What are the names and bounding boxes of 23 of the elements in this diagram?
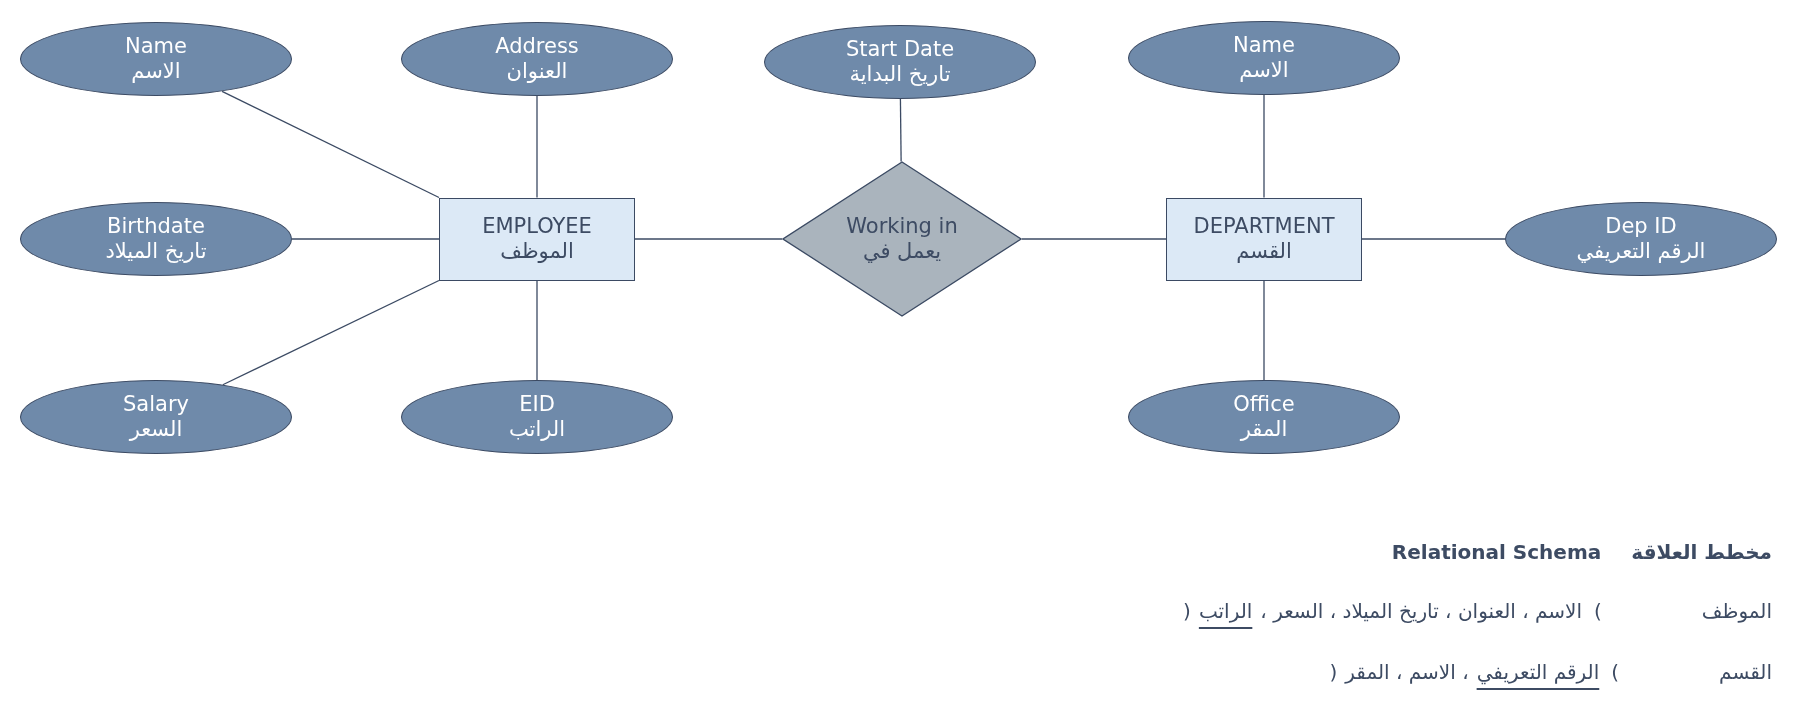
- connector-line: [1021, 238, 1167, 240]
- connector-line: [536, 95, 538, 199]
- schema-text: ، الاسم ، المقر: [1345, 660, 1469, 684]
- connector-line: [899, 98, 902, 163]
- schema-text: (: [1611, 660, 1620, 684]
- schema-text: ): [1329, 660, 1338, 684]
- underlined-key: الراتب: [1198, 599, 1253, 633]
- connector-line: [222, 279, 440, 386]
- schema-text: (: [1594, 599, 1602, 623]
- connector-line: [634, 238, 783, 240]
- connector-line: [221, 90, 440, 199]
- connector-line: [1361, 238, 1506, 240]
- connector-line: [1263, 279, 1265, 381]
- underlined-key: الرقم التعريفي: [1476, 660, 1600, 694]
- schema-heading: مخطط العلاقة: [1631, 540, 1772, 564]
- connector-line: [291, 238, 440, 240]
- connector-line: [1263, 94, 1265, 199]
- schema-heading: Relational Schema: [1391, 540, 1602, 564]
- schema-text: ): [1183, 599, 1191, 623]
- schema-text: الاسم ، العنوان ، تاريخ الميلاد ، السعر ،: [1260, 599, 1582, 623]
- connector-line: [536, 279, 538, 381]
- schema-text: القسم: [1719, 660, 1772, 684]
- schema-text: الموظف: [1701, 599, 1772, 623]
